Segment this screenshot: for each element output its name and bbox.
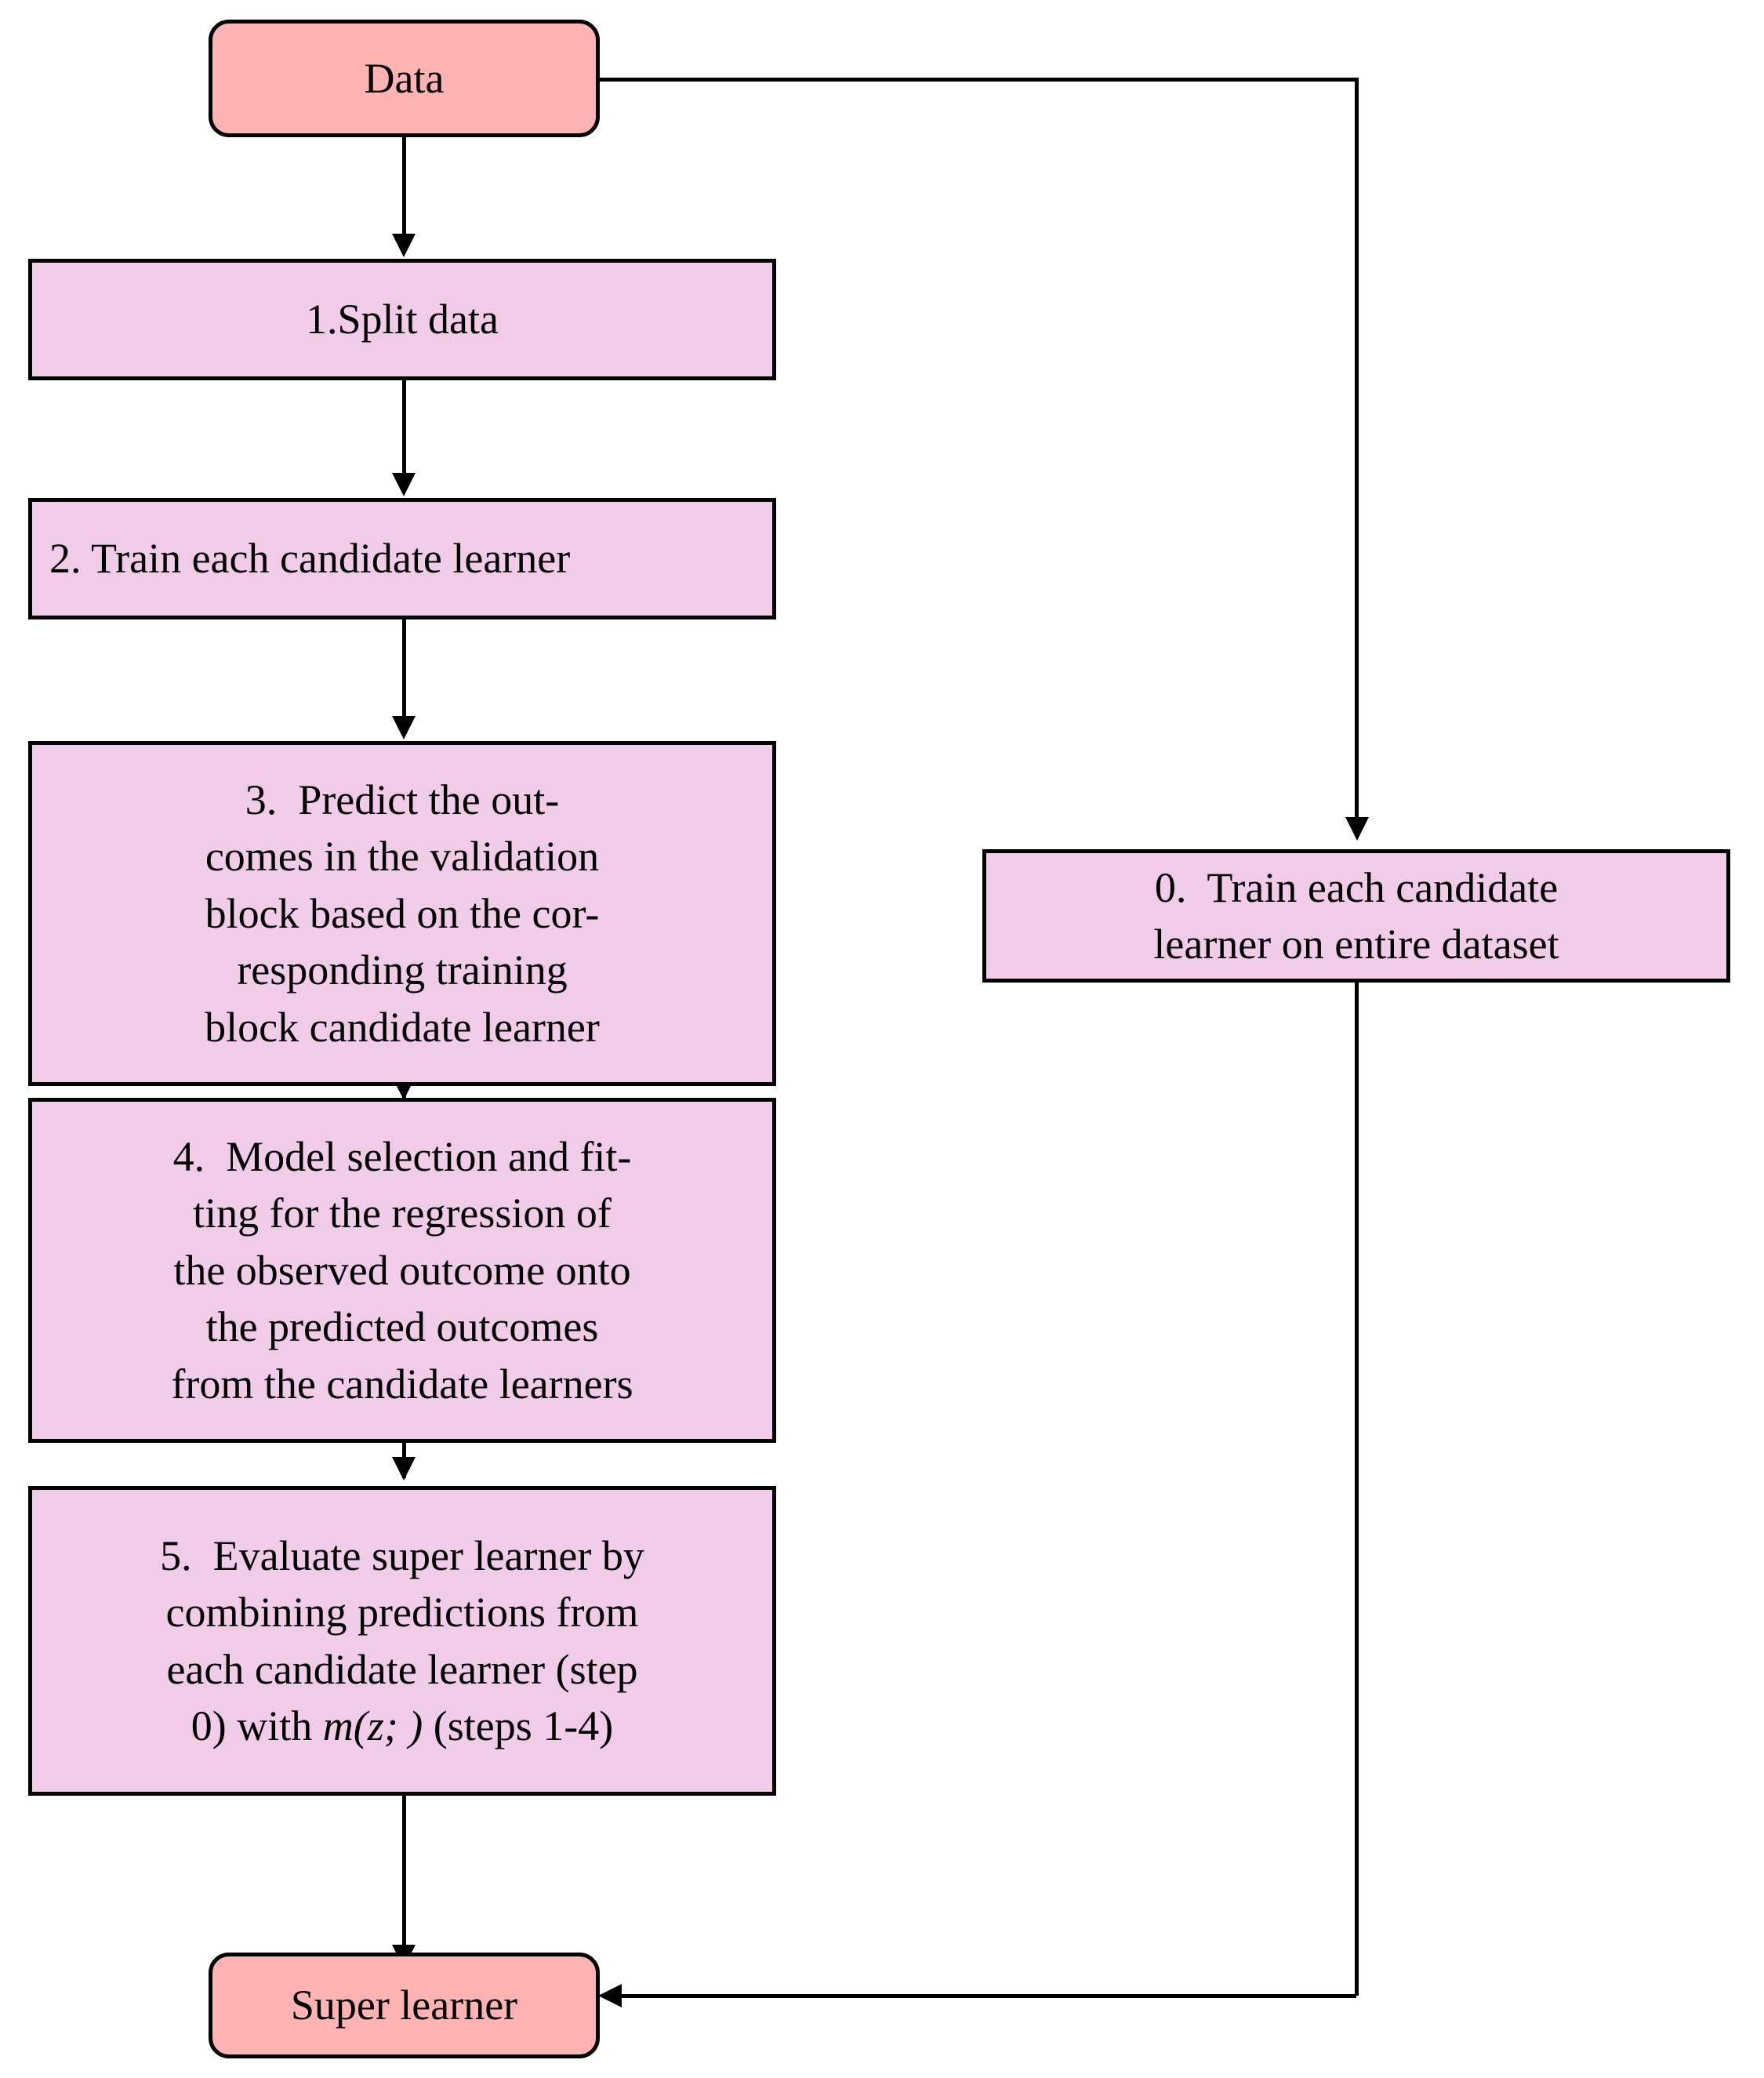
node-step-5-line-1: 5. Evaluate super learner by <box>160 1531 644 1579</box>
edge-data-to-step1-line <box>402 137 406 235</box>
node-step-3-line-3: block based on the cor- <box>205 889 600 937</box>
node-data-label: Data <box>364 54 445 102</box>
node-step-0-label: 0. Train each candidate learner on entir… <box>986 859 1726 973</box>
node-data[interactable]: Data <box>209 20 600 137</box>
node-step-3-line-4: responding training <box>237 946 568 994</box>
node-step-4-line-3: the observed outcome onto <box>173 1246 631 1294</box>
node-step-3-label: 3. Predict the out- comes in the validat… <box>32 772 772 1055</box>
node-step-4-line-2: ting for the regression of <box>193 1190 612 1237</box>
node-step-2-label: 2. Train each candidate learner <box>49 535 571 583</box>
node-step-5-line-2: combining predictions from <box>165 1589 639 1637</box>
node-step-5-line-4-prefix: 0) with <box>191 1702 323 1749</box>
node-super-learner-label: Super learner <box>290 1982 518 2029</box>
node-step-3-line-5: block candidate learner <box>205 1003 600 1051</box>
node-step-4-model-selection-fitting[interactable]: 4. Model selection and fit- ting for the… <box>28 1098 776 1443</box>
node-step-4-line-1: 4. Model selection and fit- <box>172 1133 632 1181</box>
edge-data-to-step0-arrowhead <box>1345 817 1369 841</box>
node-step-5-evaluate-super-learner[interactable]: 5. Evaluate super learner by combining p… <box>28 1486 776 1796</box>
edge-data-to-step1-arrowhead <box>392 234 416 257</box>
node-step-0-line-2: learner on entire dataset <box>1153 921 1559 968</box>
node-step-4-line-4: the predicted outcomes <box>205 1303 599 1351</box>
node-step-1-label: 1.Split data <box>306 296 499 343</box>
node-step-1-split-data[interactable]: 1.Split data <box>28 259 776 380</box>
edge-step5-to-superlearner-line <box>402 1796 406 1953</box>
node-step-5-line-4-suffix: (steps 1-4) <box>423 1702 614 1749</box>
node-step-5-line-4: 0) with m(z; ) (steps 1-4) <box>46 1698 758 1754</box>
node-step-4-label: 4. Model selection and fit- ting for the… <box>32 1128 772 1412</box>
node-step-3-predict-outcomes[interactable]: 3. Predict the out- comes in the validat… <box>28 741 776 1086</box>
edge-step0-to-superlearner-vertical <box>1355 983 1359 1996</box>
node-step-3-line-1: 3. Predict the out- <box>245 776 560 824</box>
edge-step2-to-step3-line <box>402 619 406 725</box>
node-step-5-math-expression: m(z; ) <box>322 1702 423 1749</box>
node-super-learner[interactable]: Super learner <box>209 1953 600 2058</box>
node-step-3-line-2: comes in the validation <box>205 833 600 881</box>
node-step-5-line-3: each candidate learner (step <box>166 1645 638 1693</box>
edge-step0-to-superlearner-horizontal <box>619 1994 1356 1998</box>
node-step-0-line-1: 0. Train each candidate <box>1154 863 1559 911</box>
edge-step1-to-step2-arrowhead <box>392 473 416 496</box>
edge-data-to-step0-horizontal <box>598 78 1359 82</box>
edge-data-to-step0-vertical <box>1355 78 1359 819</box>
node-step-5-label: 5. Evaluate super learner by combining p… <box>32 1528 772 1754</box>
edge-step1-to-step2-line <box>402 380 406 478</box>
edge-step0-to-superlearner-arrowhead <box>598 1984 622 2007</box>
edge-step4-to-step5-arrowhead <box>392 1457 416 1480</box>
edge-step2-to-step3-arrowhead <box>392 716 416 739</box>
node-step-4-line-5: from the candidate learners <box>171 1360 633 1408</box>
node-step-2-train-candidate-learner[interactable]: 2. Train each candidate learner <box>28 498 776 619</box>
node-step-0-train-on-entire-dataset[interactable]: 0. Train each candidate learner on entir… <box>982 849 1730 983</box>
